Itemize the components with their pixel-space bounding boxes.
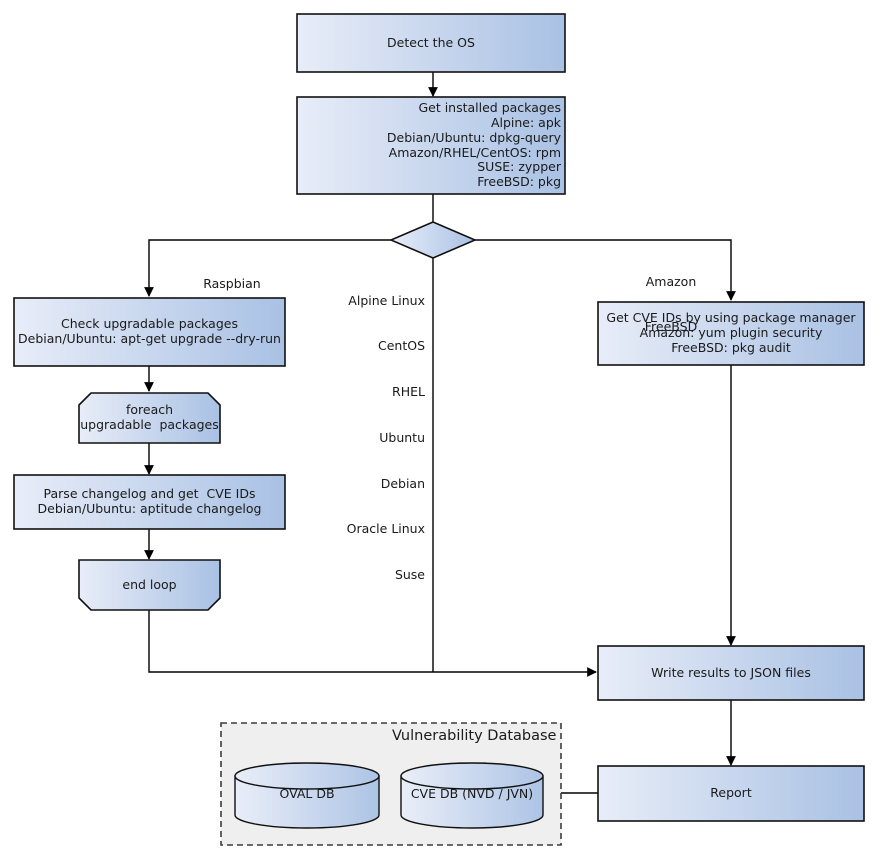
distro-line-6: Suse [394, 567, 425, 582]
vulnerability-database-title: Vulnerability Database [392, 728, 557, 744]
edge-decision-left [144, 239, 392, 297]
node-detect-os [296, 13, 566, 73]
distro-line-2: RHEL [392, 384, 425, 399]
oval-db-label: OVAL DB [279, 786, 335, 801]
distro-line-4: Debian [380, 475, 425, 491]
node-parse-changelog [13, 474, 286, 530]
edge-label-middle-distros: Alpine Linux CentOS RHEL Ubuntu Debian O… [283, 262, 425, 613]
amazon-line-0: Amazon [645, 273, 697, 289]
node-decision-diamond [388, 221, 478, 259]
edge-label-amazon-freebsd: Amazon FreeBSD [620, 243, 722, 365]
amazon-line-1: FreeBSD [644, 319, 698, 335]
node-write-results [597, 645, 865, 701]
distro-line-1: CentOS [377, 338, 425, 354]
cve-db-label: CVE DB (NVD / JVN) [410, 786, 534, 801]
node-get-installed-packages [296, 96, 566, 195]
node-foreach-loop [78, 392, 221, 444]
node-get-cve-ids [597, 301, 865, 366]
oval-db-cylinder [234, 762, 380, 829]
raspbian-line-0: Raspbian [203, 276, 261, 292]
distro-line-0: Alpine Linux [348, 292, 425, 308]
edge-endloop-to-write [148, 610, 597, 677]
distro-line-5: Oracle Linux [346, 521, 425, 537]
edge-label-raspbian: Raspbian [149, 261, 299, 307]
node-end-loop [78, 559, 221, 611]
distro-line-3: Ubuntu [379, 429, 425, 445]
node-report [597, 765, 865, 822]
cve-db-cylinder [400, 762, 544, 829]
edge-decision-right [475, 239, 736, 301]
node-check-upgradable [13, 297, 286, 367]
